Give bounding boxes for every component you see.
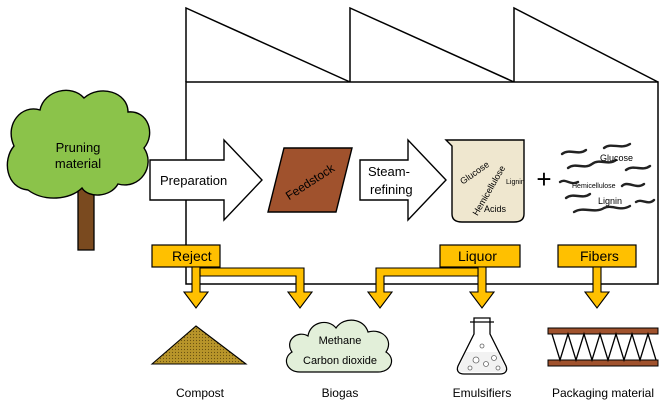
reject-label: Reject	[172, 248, 212, 264]
liquor-label: Liquor	[458, 248, 497, 264]
steam-label-line2: refining	[370, 182, 413, 197]
tree-label-line2: material	[55, 156, 101, 171]
packaging-caption: Packaging material	[552, 386, 654, 400]
fibers-lignin: Lignin	[598, 196, 622, 206]
compost-pile-icon	[150, 325, 248, 365]
biogas-cloud-icon: Methane Carbon dioxide	[285, 319, 393, 373]
compost-caption: Compost	[176, 386, 225, 400]
preparation-arrow: Preparation	[149, 138, 263, 222]
reject-tag: Reject	[151, 244, 221, 268]
fibers-flow-arrow	[583, 266, 611, 309]
beaker-acids: Acids	[484, 204, 507, 214]
fibers-label: Fibers	[580, 248, 619, 264]
flask-icon	[456, 317, 508, 375]
preparation-label: Preparation	[160, 173, 227, 188]
beaker-icon: Glucose Hemicellulose Lignin Acids	[444, 139, 525, 223]
feedstock-shape: Feedstock	[267, 147, 353, 213]
fibers-glucose: Glucose	[600, 153, 633, 163]
plus-sign: +	[536, 164, 551, 194]
biogas-caption: Biogas	[322, 386, 359, 400]
emulsifiers-caption: Emulsifiers	[453, 386, 512, 400]
liquor-flow-arrows	[366, 266, 496, 309]
steam-label-line1: Steam-	[368, 164, 410, 179]
packaging-icon	[547, 327, 659, 367]
beaker-lignin: Lignin	[506, 179, 525, 186]
tree-label-line1: Pruning	[56, 140, 101, 155]
steam-refining-arrow: Steam- refining	[359, 138, 447, 222]
fibers-icon	[558, 142, 656, 214]
factory-building	[185, 6, 659, 285]
tree-icon: Pruning material	[6, 89, 151, 251]
liquor-tag: Liquor	[439, 244, 521, 268]
fibers-hemicellulose: Hemicellulose	[572, 183, 616, 190]
biogas-methane: Methane	[319, 335, 362, 347]
biogas-co2: Carbon dioxide	[303, 355, 377, 367]
fibers-tag: Fibers	[557, 244, 637, 268]
reject-flow-arrows	[182, 266, 314, 309]
